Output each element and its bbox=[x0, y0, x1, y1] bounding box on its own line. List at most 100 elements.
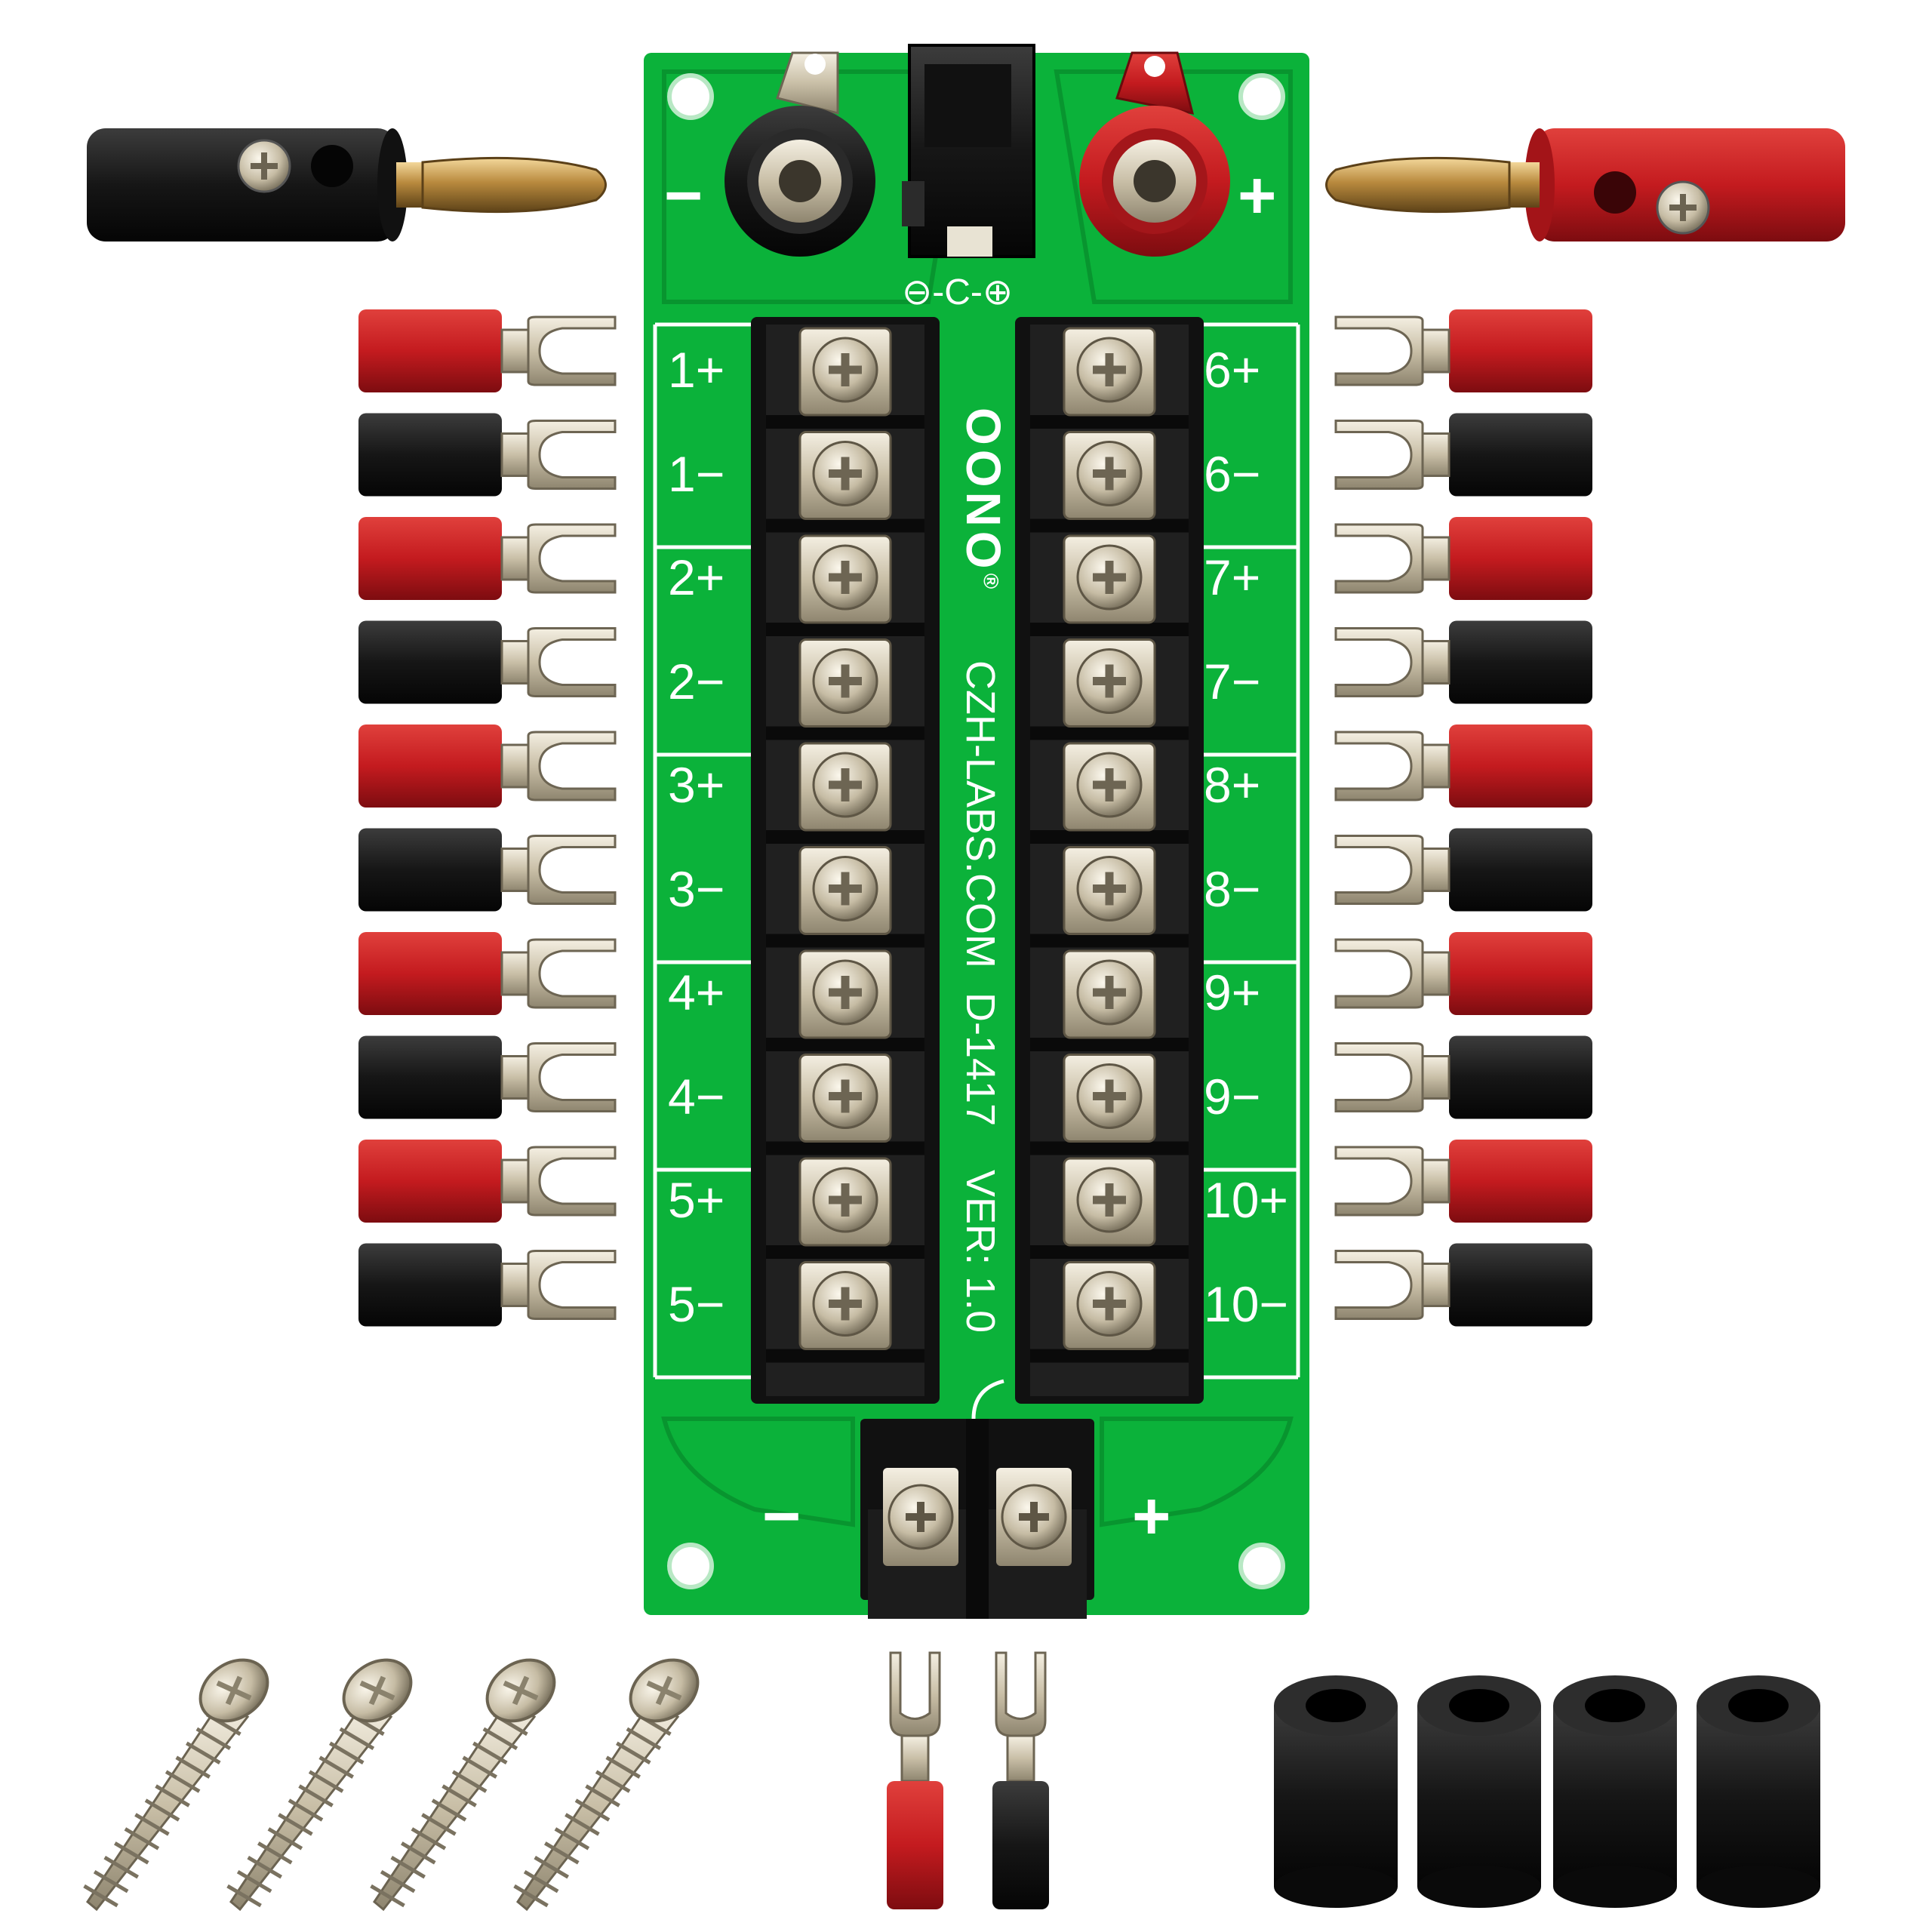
screw-slot bbox=[829, 664, 862, 698]
spade-black-left bbox=[358, 828, 617, 912]
spade-black-right bbox=[1334, 1035, 1592, 1119]
spade-red-right bbox=[1334, 1140, 1592, 1223]
terminal-divider bbox=[766, 934, 924, 948]
output-label-left: 1+ bbox=[668, 342, 725, 398]
screw-slot bbox=[829, 976, 862, 1009]
model-label: D-1417 bbox=[958, 992, 1003, 1127]
screw bbox=[513, 1658, 700, 1912]
screw-slot bbox=[1093, 1287, 1126, 1321]
screw-slot bbox=[829, 1183, 862, 1217]
screw-slot bbox=[1093, 353, 1126, 386]
screw-slot bbox=[829, 561, 862, 594]
spade-red-left bbox=[358, 309, 617, 392]
banana-plug-red bbox=[1325, 128, 1845, 242]
terminal-divider bbox=[766, 830, 924, 844]
screw-slot bbox=[1093, 1183, 1126, 1217]
screw-slot bbox=[829, 353, 862, 386]
terminal-divider bbox=[766, 415, 924, 429]
output-label-left: 1− bbox=[668, 445, 725, 502]
screw-slot bbox=[829, 1287, 862, 1321]
screw-slot bbox=[829, 457, 862, 491]
screw bbox=[83, 1658, 269, 1912]
terminal-divider bbox=[766, 1141, 924, 1155]
output-label-left: 4+ bbox=[668, 964, 725, 1020]
terminal-divider bbox=[766, 726, 924, 740]
spade-red-right bbox=[1334, 309, 1592, 392]
binding-post-negative bbox=[724, 51, 875, 257]
top-minus-label: − bbox=[664, 158, 703, 232]
terminal-divider bbox=[766, 623, 924, 636]
screw-slot bbox=[1093, 457, 1126, 491]
terminal-divider bbox=[1030, 830, 1189, 844]
dc-jack-polarity: ⊖-C-⊕ bbox=[902, 272, 1014, 312]
binding-post-positive bbox=[1079, 51, 1230, 257]
brand-name: OONO bbox=[956, 408, 1011, 574]
output-label-right: 8− bbox=[1204, 860, 1261, 917]
output-label-left: 2− bbox=[668, 653, 725, 709]
spade-black-right bbox=[1334, 828, 1592, 912]
terminal-divider bbox=[1030, 1038, 1189, 1051]
banana-plug-black bbox=[87, 128, 607, 242]
spade-black-left bbox=[358, 1035, 617, 1119]
nylon-standoffs bbox=[1274, 1675, 1820, 1908]
terminal-divider bbox=[766, 518, 924, 533]
spade-red-left bbox=[358, 724, 617, 808]
output-label-left: 2+ bbox=[668, 549, 725, 605]
output-label-right: 6− bbox=[1204, 445, 1261, 502]
terminal-divider bbox=[766, 1349, 924, 1363]
terminal-divider bbox=[1030, 623, 1189, 636]
terminal-divider bbox=[766, 1038, 924, 1051]
spade-black-left bbox=[358, 620, 617, 704]
output-label-right: 6+ bbox=[1204, 342, 1261, 398]
bottom-spade-red bbox=[887, 1651, 943, 1909]
terminal-divider bbox=[1030, 1141, 1189, 1155]
spade-black-right bbox=[1334, 620, 1592, 704]
screw-slot bbox=[1093, 768, 1126, 801]
screw bbox=[370, 1658, 556, 1912]
output-label-left: 4− bbox=[668, 1068, 725, 1124]
top-plus-label: + bbox=[1238, 158, 1277, 232]
output-label-right: 9− bbox=[1204, 1068, 1261, 1124]
brand-logo: OONO® bbox=[955, 408, 1011, 593]
input-minus-label: − bbox=[762, 1478, 801, 1553]
input-plus-label: + bbox=[1132, 1478, 1171, 1553]
terminal-divider bbox=[1030, 934, 1189, 948]
terminal-divider bbox=[1030, 726, 1189, 740]
spade-black-right bbox=[1334, 413, 1592, 497]
terminal-divider bbox=[766, 1245, 924, 1259]
screw-slot bbox=[1093, 872, 1126, 906]
screw-slot bbox=[1093, 1079, 1126, 1113]
output-label-right: 10+ bbox=[1204, 1172, 1288, 1228]
output-label-left: 5− bbox=[668, 1275, 725, 1332]
version-label: VER: 1.0 bbox=[958, 1170, 1003, 1334]
standoff bbox=[1417, 1675, 1541, 1908]
website-label: CZH-LABS.COM bbox=[958, 660, 1003, 969]
output-label-left: 5+ bbox=[668, 1172, 725, 1228]
terminal-screws bbox=[766, 327, 1189, 1363]
spade-red-left bbox=[358, 1140, 617, 1223]
output-label-right: 7− bbox=[1204, 653, 1261, 709]
bottom-spade-black bbox=[992, 1651, 1049, 1909]
output-label-left: 3+ bbox=[668, 757, 725, 813]
terminal-divider bbox=[1030, 1245, 1189, 1259]
spade-red-right bbox=[1334, 517, 1592, 600]
screw-slot bbox=[1093, 664, 1126, 698]
screw-slot bbox=[1093, 976, 1126, 1009]
standoff bbox=[1274, 1675, 1398, 1908]
screw-slot bbox=[829, 768, 862, 801]
output-label-right: 9+ bbox=[1204, 964, 1261, 1020]
output-label-right: 10− bbox=[1204, 1275, 1288, 1332]
screw-slot bbox=[1093, 561, 1126, 594]
spade-terminals bbox=[358, 309, 1592, 1327]
spade-red-right bbox=[1334, 932, 1592, 1015]
standoff bbox=[1697, 1675, 1820, 1908]
spade-black-left bbox=[358, 1243, 617, 1327]
spade-black-left bbox=[358, 413, 617, 497]
terminal-divider bbox=[1030, 518, 1189, 533]
standoff bbox=[1553, 1675, 1677, 1908]
output-label-left: 3− bbox=[668, 860, 725, 917]
spade-red-right bbox=[1334, 724, 1592, 808]
spade-black-right bbox=[1334, 1243, 1592, 1327]
input-terminal-block bbox=[860, 1419, 1094, 1619]
